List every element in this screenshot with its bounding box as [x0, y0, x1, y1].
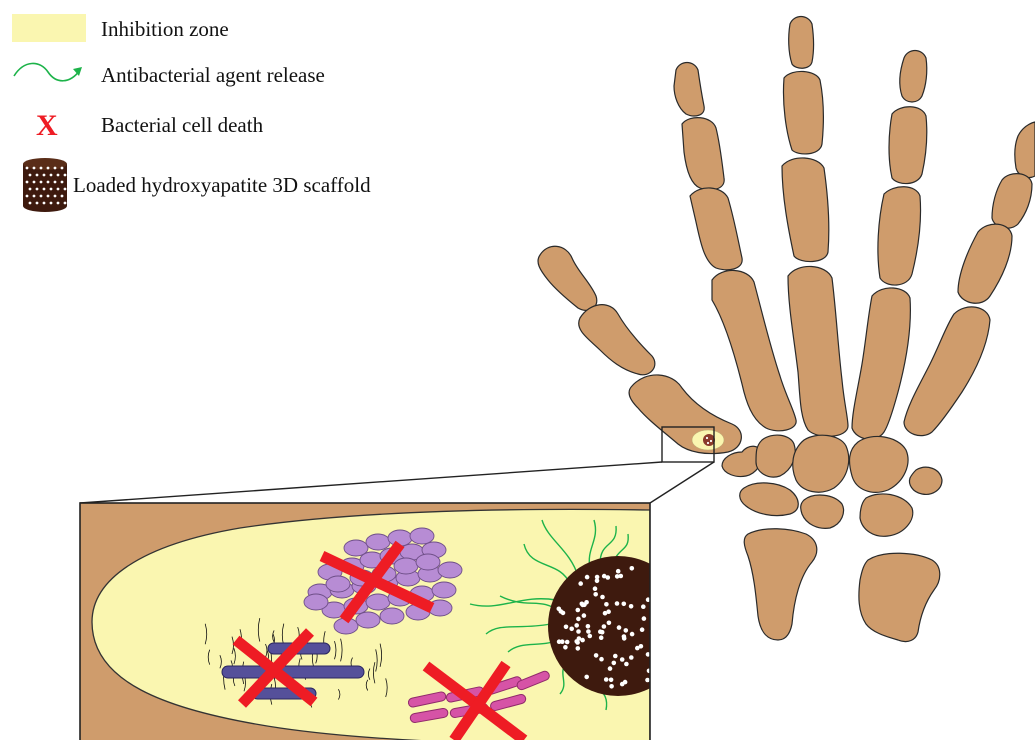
middle-distal-phalanx	[789, 17, 814, 69]
infection-site	[692, 430, 724, 450]
zoom-line-right	[650, 462, 714, 503]
middle-metacarpal	[788, 266, 848, 436]
index-metacarpal	[712, 270, 796, 430]
middle-proximal-phalanx	[782, 158, 829, 262]
ulna-bone	[859, 553, 940, 641]
hamate-bone	[850, 436, 908, 492]
lunate-bone	[801, 495, 844, 528]
zoom-line-left	[80, 462, 662, 503]
little-distal-phalanx	[1015, 122, 1035, 178]
legend-release-label: Antibacterial agent release	[101, 63, 325, 87]
radius-bone	[744, 529, 817, 640]
thumb-metacarpal	[629, 375, 741, 454]
middle-middle-phalanx	[783, 71, 823, 154]
scaffold-icon	[23, 158, 67, 212]
inhibition-zone-swatch	[12, 14, 86, 42]
little-proximal-phalanx	[958, 224, 1012, 303]
hydroxyapatite-scaffold	[548, 556, 688, 696]
zoom-inset	[80, 503, 688, 740]
release-arrow-icon	[14, 63, 82, 80]
thumb-distal-phalanx	[538, 246, 597, 310]
legend-inhibition-zone-label: Inhibition zone	[101, 17, 229, 41]
legend-scaffold-label: Loaded hydroxyapatite 3D scaffold	[73, 173, 371, 197]
pisiform-bone	[910, 467, 943, 494]
thumb-proximal-phalanx	[579, 305, 655, 375]
ring-metacarpal	[852, 288, 910, 439]
trapezoid-bone	[756, 435, 795, 477]
little-middle-phalanx	[992, 174, 1032, 229]
capitate-bone	[793, 435, 849, 492]
legend: Inhibition zone Antibacterial agent rele…	[12, 14, 371, 212]
little-metacarpal	[904, 307, 990, 436]
ring-distal-phalanx	[900, 51, 927, 103]
ring-middle-phalanx	[889, 107, 927, 184]
index-middle-phalanx	[682, 118, 724, 190]
index-proximal-phalanx	[690, 188, 742, 270]
legend-cell-death-label: Bacterial cell death	[101, 113, 264, 137]
ring-proximal-phalanx	[878, 187, 921, 285]
index-distal-phalanx	[674, 63, 704, 116]
triquetrum-bone	[860, 494, 913, 536]
scaphoid-bone	[740, 483, 799, 516]
cell-death-x-icon: X	[36, 109, 58, 142]
